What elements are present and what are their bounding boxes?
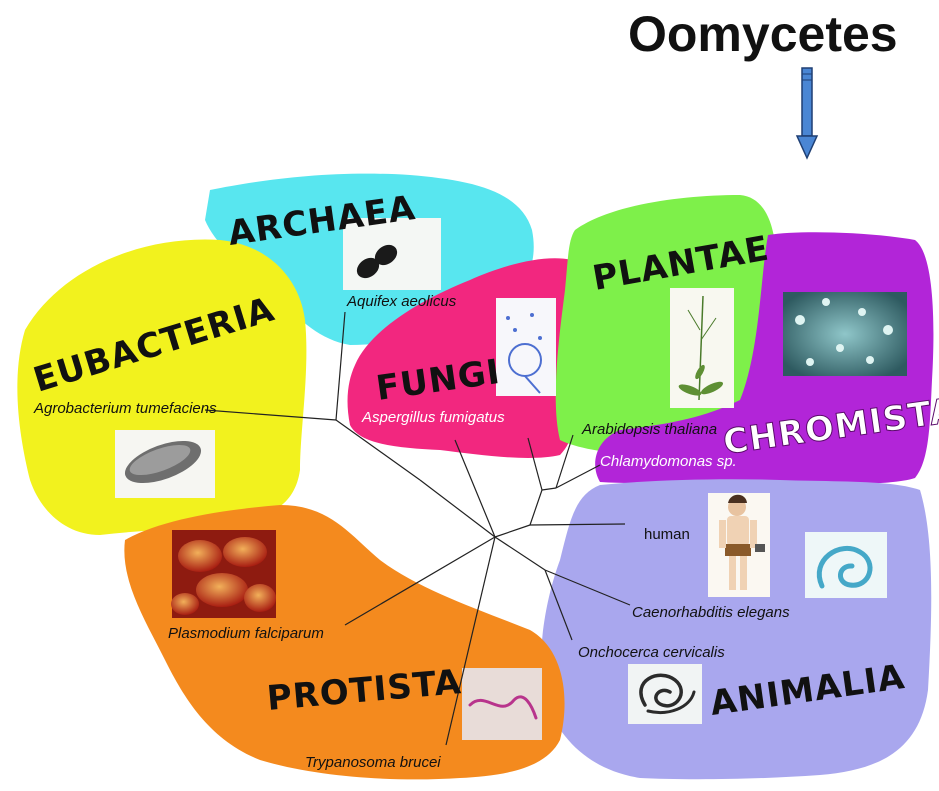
trypanosome-icon — [462, 668, 542, 740]
species-label-aspergillus: Aspergillus fumigatus — [361, 409, 505, 426]
page-title: Oomycetes — [628, 6, 898, 62]
worm-icon — [805, 532, 887, 598]
branch-animal-node — [495, 537, 545, 570]
species-label-chlamydomonas: Chlamydomonas sp. — [600, 453, 737, 470]
species-label-human: human — [644, 526, 690, 543]
down-arrow-icon — [797, 68, 817, 158]
red-blood-cells-icon — [171, 530, 276, 618]
species-label-trypanosoma: Trypanosoma brucei — [305, 754, 441, 771]
bacterium-micrograph-icon — [115, 430, 215, 498]
species-label-aquifex: Aquifex aeolicus — [346, 293, 457, 310]
species-label-agrobacterium: Agrobacterium tumefaciens — [33, 400, 217, 417]
species-label-arabidopsis: Arabidopsis thaliana — [581, 421, 717, 438]
human-figure-icon — [708, 493, 770, 597]
worm-icon — [628, 664, 702, 724]
branch-plant-node — [530, 490, 542, 525]
algae-micrograph-icon — [783, 292, 907, 376]
branch-crown — [495, 525, 530, 537]
branch-plant-node-2 — [542, 488, 556, 490]
plant-icon — [670, 288, 734, 408]
species-label-onchocerca: Onchocerca cervicalis — [578, 644, 725, 661]
fungus-micrograph-icon — [496, 298, 556, 396]
species-label-plasmodium: Plasmodium falciparum — [168, 625, 324, 642]
arrow-shaft — [802, 68, 812, 136]
species-label-caenorhabditis: Caenorhabditis elegans — [632, 604, 790, 621]
arrow-head — [797, 136, 817, 158]
